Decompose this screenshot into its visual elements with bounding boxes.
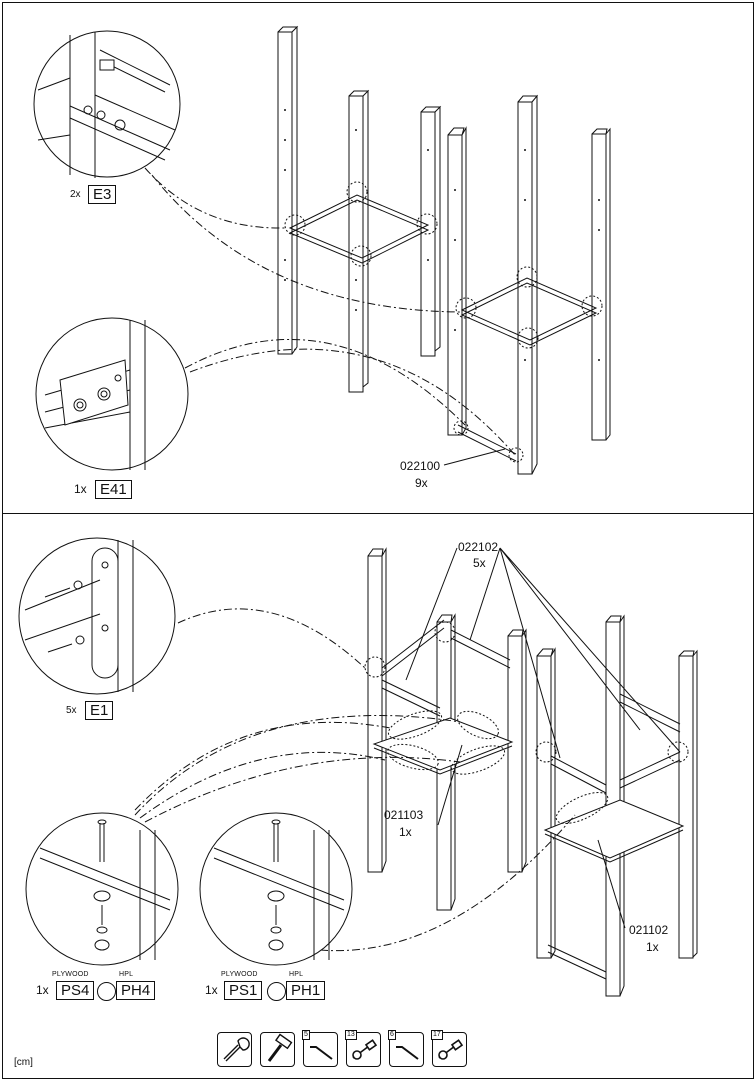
- part-021102-qty: 1x: [646, 940, 659, 954]
- detail-e3-art: [33, 30, 181, 178]
- hex-key-icon: [396, 1046, 419, 1060]
- socket-wrench-icon: [438, 1039, 464, 1060]
- detail-ps4-code: PS4: [56, 981, 95, 1000]
- detail-e41-code: E41: [95, 480, 132, 499]
- detail-ps4-qty: 1x: [36, 983, 49, 997]
- frame-1: [284, 181, 438, 267]
- detail-ph4-code: PH4: [116, 981, 156, 1000]
- detail-ps1-code: PS1: [224, 981, 263, 1000]
- tool-number-5: 5: [302, 1030, 310, 1040]
- detail-ps4-or-circle: [97, 982, 116, 1001]
- detail-e1-code: E1: [85, 701, 114, 720]
- wrench-icon: [223, 1037, 250, 1062]
- detail-ps1-qty: 1x: [205, 983, 218, 997]
- detail-e3-qty: 2x: [70, 189, 81, 200]
- tool-wrench: [217, 1032, 252, 1067]
- detail-e1-art: [18, 537, 176, 695]
- frame-2: [455, 266, 603, 349]
- detail-ps1-art: [199, 812, 353, 966]
- part-021102-code: 021102: [629, 923, 669, 937]
- part-021103-qty: 1x: [399, 825, 412, 839]
- part-022102-qty: 5x: [473, 556, 486, 570]
- detail-ps4-art: [25, 812, 179, 966]
- bottom-rails: [381, 619, 681, 980]
- hex-key-icon: [310, 1046, 333, 1060]
- top-posts: [277, 25, 611, 475]
- detail-ps4-hpl-label: HPL: [119, 971, 134, 978]
- socket-wrench-icon: [352, 1039, 378, 1060]
- detail-ps4-plywood-label: PLYWOOD: [52, 971, 89, 978]
- bottom-panel-frame: [2, 513, 754, 1079]
- post-holes: [284, 109, 600, 361]
- tool-socket-13: 13: [345, 1030, 381, 1067]
- detail-ps1-or-circle: [267, 982, 286, 1001]
- detail-ph1-code: PH1: [286, 981, 326, 1000]
- part-022100-qty: 9x: [415, 476, 428, 490]
- tool-hammer: [260, 1032, 295, 1067]
- tool-socket-17: 17: [431, 1030, 467, 1067]
- tool-hex-key-5: 5: [302, 1030, 338, 1067]
- part-021103-code: 021103: [384, 808, 424, 822]
- bottom-platforms: [364, 621, 689, 863]
- tool-hex-key-6: 6: [388, 1030, 424, 1067]
- part-022102-code: 022102: [458, 540, 499, 554]
- detail-e3-code: E3: [88, 185, 117, 204]
- detail-e41-qty: 1x: [74, 482, 87, 496]
- detail-e41-art: [35, 317, 189, 471]
- tool-number-17: 17: [431, 1030, 443, 1040]
- detail-ps1-plywood-label: PLYWOOD: [221, 971, 258, 978]
- part-022100-code: 022100: [400, 459, 441, 473]
- bottom-leaders: [134, 547, 681, 952]
- hammer-icon: [267, 1033, 293, 1062]
- detail-ps1-hpl-label: HPL: [289, 971, 304, 978]
- detail-e1-qty: 5x: [66, 705, 77, 716]
- tool-number-6: 6: [388, 1030, 396, 1040]
- unit-label: [cm]: [14, 1057, 33, 1068]
- top-leaders: [144, 167, 516, 456]
- tool-number-13: 13: [345, 1030, 357, 1040]
